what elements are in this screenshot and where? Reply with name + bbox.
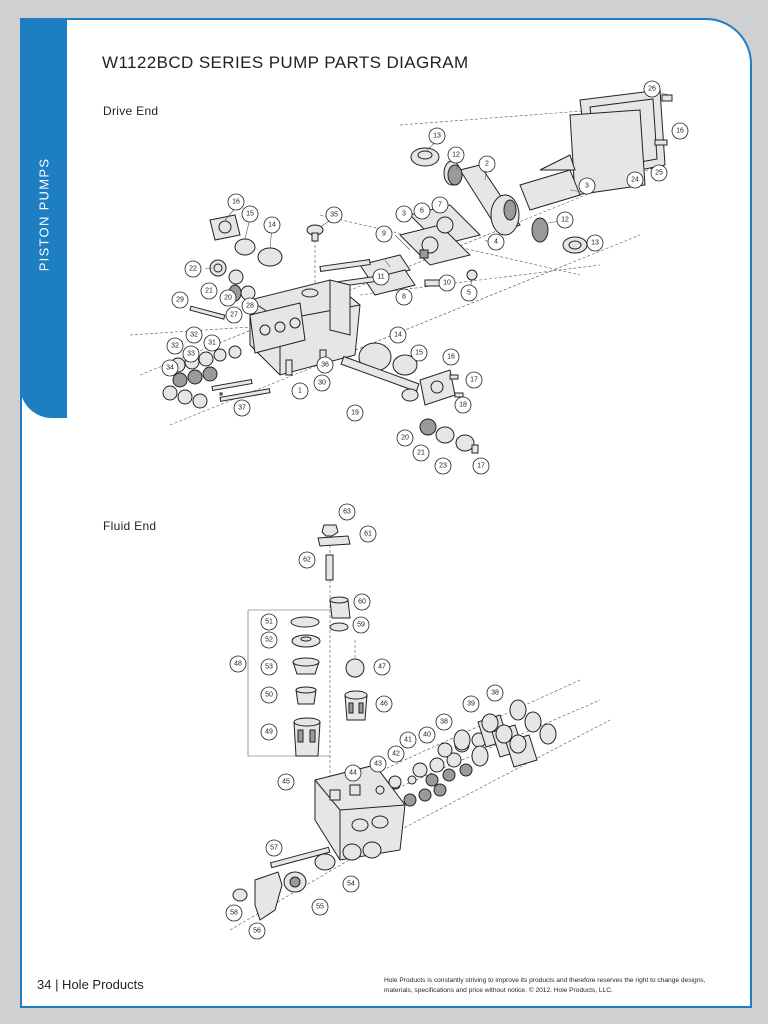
drive-end-diagram xyxy=(100,75,720,515)
footer-disclaimer: Hole Products is constantly striving to … xyxy=(384,977,706,994)
page-title: W1122BCD SERIES PUMP PARTS DIAGRAM xyxy=(102,53,469,72)
page-number: 34 | Hole Products xyxy=(37,977,144,992)
section-tab xyxy=(20,18,67,418)
section-tab-label: PISTON PUMPS xyxy=(36,157,52,271)
section-tab-label-wrap: PISTON PUMPS xyxy=(20,144,67,284)
fluid-end-heading: Fluid End xyxy=(103,519,157,533)
drive-end-heading: Drive End xyxy=(103,104,159,118)
fluid-end-diagram xyxy=(200,500,620,950)
